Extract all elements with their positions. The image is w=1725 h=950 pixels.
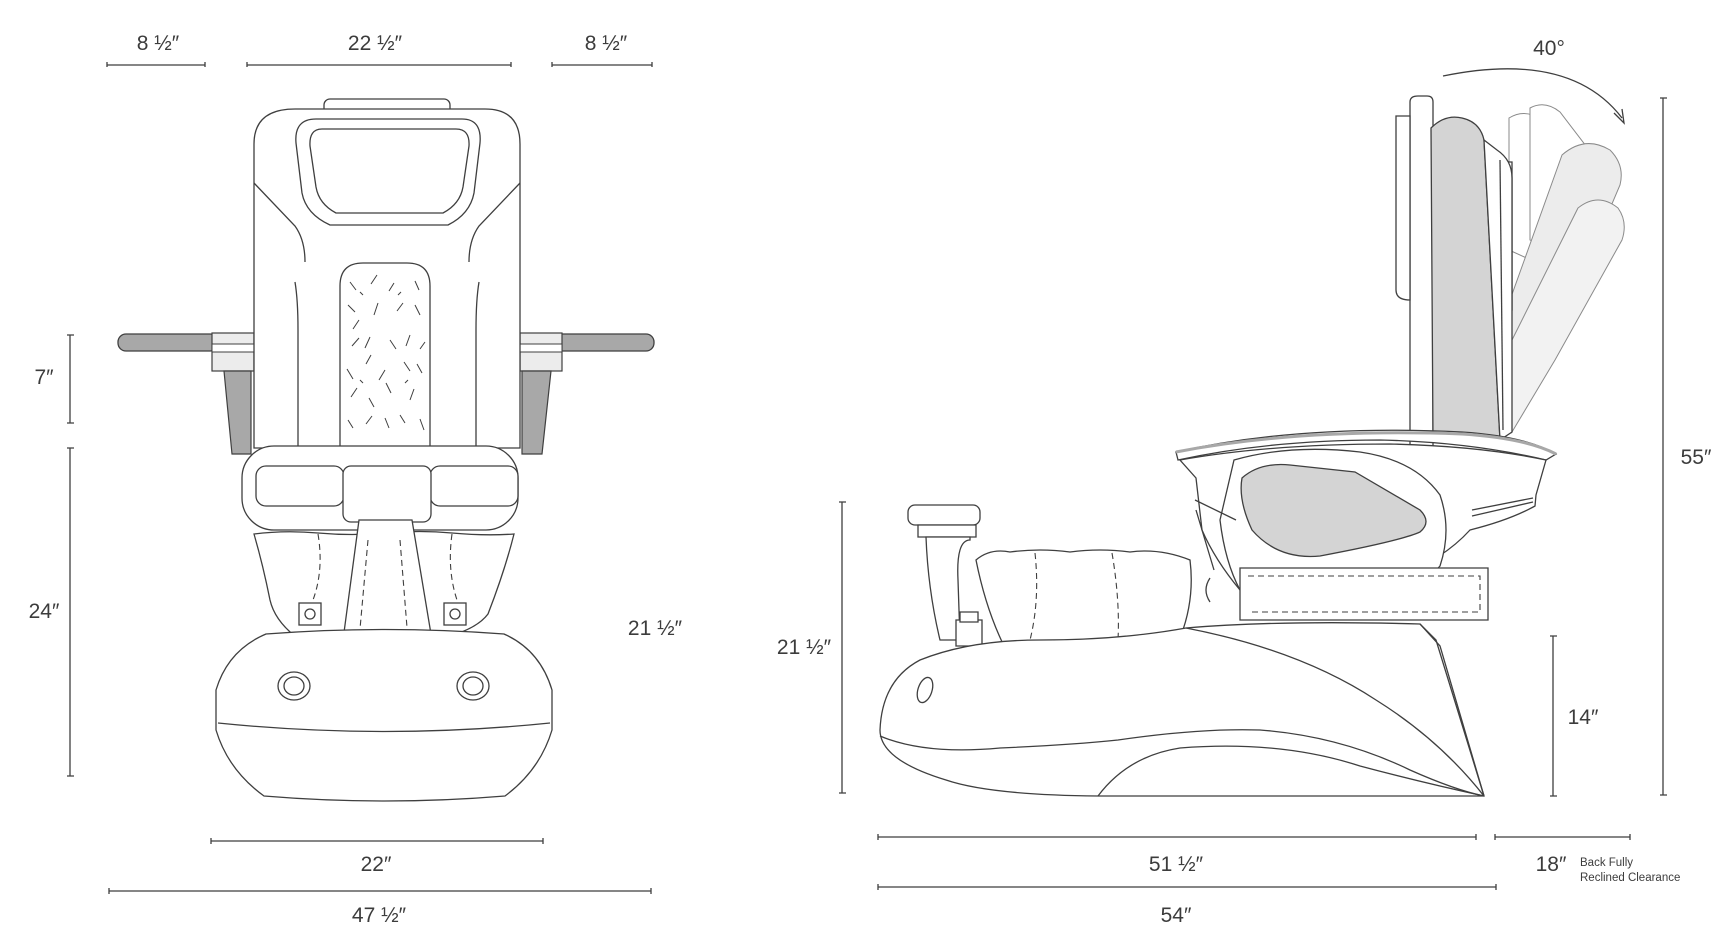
side-backrest <box>1395 95 1513 469</box>
clearance-note-line2: Reclined Clearance <box>1580 872 1680 884</box>
front-view: 8 ½″ 22 ½″ 8 ½″ 7″ 24″ 21 ½″ 22″ 47 ½″ <box>29 32 683 927</box>
recline-angle-label: 40° <box>1533 37 1565 60</box>
side-base <box>879 622 1485 797</box>
side-reclined-backrest-ghost <box>1508 104 1625 434</box>
clearance-label: 18″ <box>1536 853 1567 876</box>
front-basin-lower <box>215 628 553 802</box>
side-seat <box>1175 429 1558 621</box>
front-backrest <box>253 98 521 466</box>
front-basin-upper <box>253 519 515 646</box>
quilted-pattern <box>346 274 426 431</box>
front-armrest-left <box>117 332 255 455</box>
front-seat <box>241 445 519 531</box>
front-dimension-labels: 8 ½″ 22 ½″ 8 ½″ 7″ 24″ 21 ½″ 22″ 47 ½″ <box>29 32 683 927</box>
seat-height-label: 24″ <box>29 600 60 623</box>
left-arm-width-label: 8 ½″ <box>137 32 180 55</box>
side-view: 40° 55″ 21 ½″ 14″ 51 ½″ 54″ 18″ Back Ful… <box>777 37 1712 927</box>
front-armrest-right <box>519 332 655 455</box>
clearance-note-line1: Back Fully <box>1580 857 1633 869</box>
arm-height-label: 7″ <box>34 366 54 389</box>
overall-height-label: 55″ <box>1681 446 1712 469</box>
front-dimension-lines <box>67 62 653 894</box>
right-arm-width-label: 8 ½″ <box>585 32 628 55</box>
base-width-label: 22″ <box>361 853 392 876</box>
side-dimension-lines <box>839 68 1667 890</box>
side-basin <box>907 504 1192 649</box>
overall-width-label: 47 ½″ <box>352 904 407 927</box>
back-width-label: 22 ½″ <box>348 32 403 55</box>
front-basin-height-label: 21 ½″ <box>628 617 683 640</box>
seat-base-height-label: 14″ <box>1568 706 1599 729</box>
side-dimension-labels: 40° 55″ 21 ½″ 14″ 51 ½″ 54″ 18″ Back Ful… <box>777 37 1712 927</box>
overall-length-label: 54″ <box>1161 904 1192 927</box>
body-length-label: 51 ½″ <box>1149 853 1204 876</box>
side-basin-height-label: 21 ½″ <box>777 636 832 659</box>
